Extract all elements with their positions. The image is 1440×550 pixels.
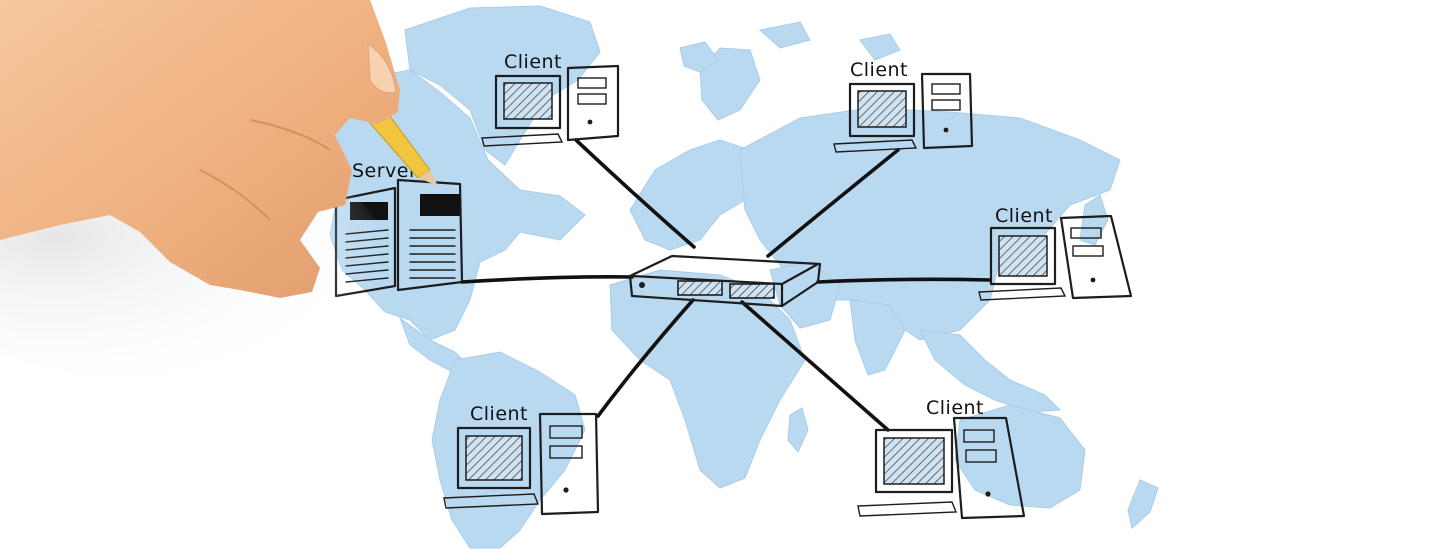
finger-crease bbox=[249, 119, 331, 151]
tower-icon bbox=[952, 416, 1026, 520]
client-node-ne: Client bbox=[833, 59, 974, 153]
link-client-nw bbox=[574, 138, 696, 249]
keyboard-icon bbox=[443, 493, 540, 509]
network-switch bbox=[628, 254, 822, 308]
southeast-asia-shape bbox=[919, 329, 1062, 413]
client-node-e: Client bbox=[978, 205, 1133, 301]
keyboard-icon bbox=[833, 139, 918, 153]
server-tower-right bbox=[396, 178, 464, 292]
client-node-nw: Client bbox=[481, 51, 620, 147]
world-map bbox=[329, 5, 1159, 549]
server-label: Server bbox=[352, 160, 417, 182]
monitor-icon bbox=[874, 428, 954, 494]
monitor-icon bbox=[494, 74, 562, 130]
network-links bbox=[460, 138, 992, 432]
finger-crease bbox=[199, 169, 271, 221]
client-node-sw: Client bbox=[443, 403, 600, 516]
link-client-e bbox=[816, 277, 992, 284]
monitor-icon bbox=[848, 82, 916, 138]
thumbnail bbox=[367, 43, 397, 94]
tower-icon bbox=[1059, 214, 1133, 300]
keyboard-icon bbox=[481, 133, 564, 147]
madagascar-shape bbox=[787, 407, 809, 453]
tower-icon bbox=[566, 64, 620, 142]
link-client-ne bbox=[766, 148, 900, 258]
switch-led bbox=[639, 282, 645, 288]
client-node-se: Client bbox=[857, 397, 1026, 520]
client-label: Client bbox=[995, 205, 1053, 227]
keyboard-icon bbox=[978, 287, 1067, 301]
client-label: Client bbox=[850, 59, 908, 81]
hand-with-pencil bbox=[0, 0, 438, 380]
tower-icon bbox=[538, 412, 600, 516]
keyboard-icon bbox=[857, 501, 958, 517]
link-client-sw bbox=[596, 298, 695, 418]
link-server bbox=[460, 275, 634, 284]
tower-icon bbox=[920, 72, 974, 150]
africa-shape bbox=[609, 269, 806, 489]
client-label: Client bbox=[926, 397, 984, 419]
hand-shape bbox=[0, 0, 400, 298]
arctic-islands-shape bbox=[679, 41, 719, 73]
monitor-icon bbox=[989, 226, 1057, 286]
link-client-se bbox=[740, 300, 890, 432]
monitor-icon bbox=[456, 426, 532, 490]
india-shape bbox=[849, 299, 906, 376]
australia-shape bbox=[954, 404, 1086, 509]
switch-ports bbox=[677, 280, 775, 299]
greenland-shape bbox=[404, 5, 601, 166]
svalbard-shape bbox=[859, 33, 901, 61]
scandinavia-shape bbox=[699, 47, 761, 121]
siberia-islands-shape bbox=[758, 21, 811, 49]
client-label: Client bbox=[470, 403, 528, 425]
client-label: Client bbox=[504, 51, 562, 73]
new-zealand-shape bbox=[1127, 479, 1159, 529]
